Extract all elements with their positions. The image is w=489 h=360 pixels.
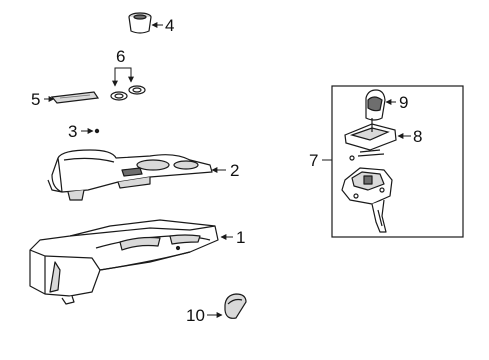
part-4-plug: [128, 12, 152, 34]
callout-4: 4: [165, 16, 175, 35]
assembly-7-box: [331, 85, 464, 238]
part-10-knob-cap: [224, 293, 247, 319]
part-8-shifter-bezel: [344, 118, 397, 161]
part-7-shifter-mechanism: [341, 167, 393, 233]
callout-7: 7: [309, 151, 319, 170]
leader-6b: [122, 67, 134, 83]
part-1-console-base: [29, 219, 219, 305]
callout-1: 1: [236, 228, 246, 247]
callout-2: 2: [230, 161, 240, 180]
callout-3: 3: [68, 122, 78, 141]
callout-10: 10: [186, 306, 205, 325]
part-2-console-lid: [47, 149, 213, 201]
callout-9: 9: [399, 93, 409, 112]
callout-5: 5: [31, 90, 41, 109]
part-6-rings: [110, 85, 146, 101]
part-3-fastener: [94, 128, 100, 134]
part-5-pad: [50, 91, 100, 104]
callout-8: 8: [413, 127, 423, 146]
leader-6a: [112, 67, 122, 87]
part-9-shift-knob: [365, 89, 386, 121]
callout-6: 6: [116, 47, 126, 66]
